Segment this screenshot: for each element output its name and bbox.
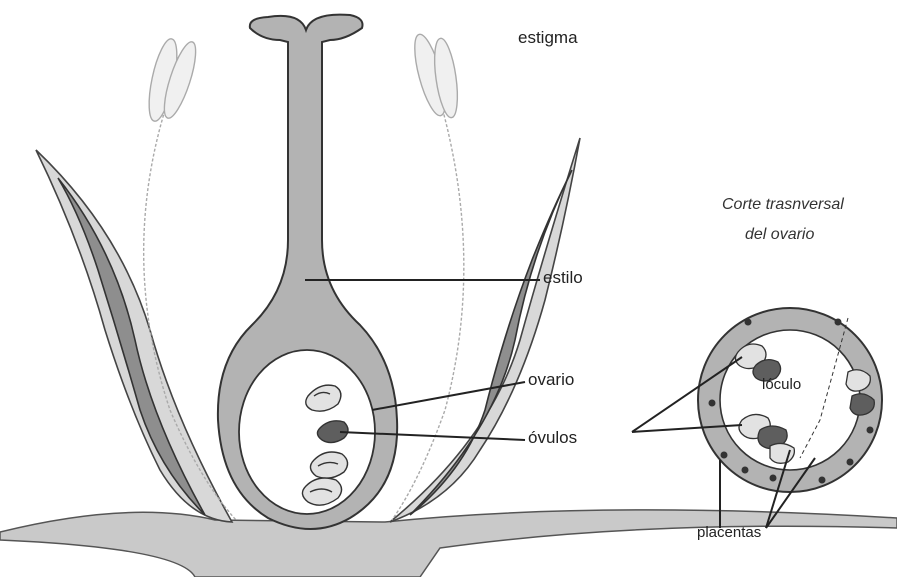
label-estigma: estigma xyxy=(518,28,578,48)
label-ovulos: óvulos xyxy=(528,428,577,448)
section-title-line2: del ovario xyxy=(745,226,814,244)
section-title-line1: Corte trasnversal xyxy=(722,196,844,214)
left-anther xyxy=(144,37,202,124)
label-lóculo: lóculo xyxy=(762,376,801,393)
right-anther xyxy=(409,32,462,119)
receptacle xyxy=(0,510,897,577)
right-petal xyxy=(410,170,572,515)
label-estilo: estilo xyxy=(543,268,583,288)
label-placentas: placentas xyxy=(697,524,761,541)
ovary-cross-section xyxy=(698,308,882,492)
label-ovario: ovario xyxy=(528,370,574,390)
right-filament xyxy=(392,100,464,520)
right-outer-petal xyxy=(390,138,580,522)
